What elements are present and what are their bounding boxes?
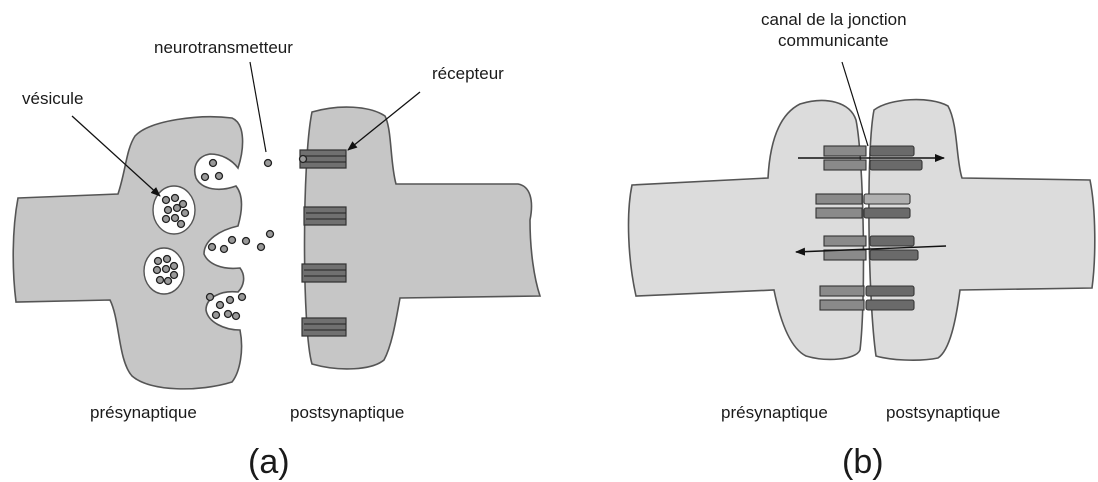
label-presynaptic-b: présynaptique — [721, 403, 828, 422]
label-presynaptic-a: présynaptique — [90, 403, 197, 422]
label-neurotransmitter: neurotransmetteur — [154, 38, 293, 57]
label-channel-line1: canal de la jonction — [761, 10, 907, 29]
label-postsynaptic-b: postsynaptique — [886, 403, 1000, 422]
caption-b: (b) — [842, 443, 884, 481]
panel-b: canal de la jonction communicante présyn… — [629, 10, 1095, 481]
label-receptor: récepteur — [432, 64, 504, 83]
label-channel-line2: communicante — [778, 31, 889, 50]
caption-a: (a) — [248, 443, 290, 481]
presynaptic-cell-b — [629, 101, 864, 360]
label-postsynaptic-a: postsynaptique — [290, 403, 404, 422]
neurotransmitter-pointer — [250, 62, 266, 152]
vesicle-2 — [144, 248, 184, 294]
vesicle-1 — [153, 186, 195, 234]
panel-a: vésicule neurotransmetteur récepteur pré… — [13, 38, 540, 481]
presynaptic-terminal-a — [13, 117, 243, 389]
postsynaptic-cell-b — [869, 100, 1095, 361]
label-vesicle: vésicule — [22, 89, 83, 108]
